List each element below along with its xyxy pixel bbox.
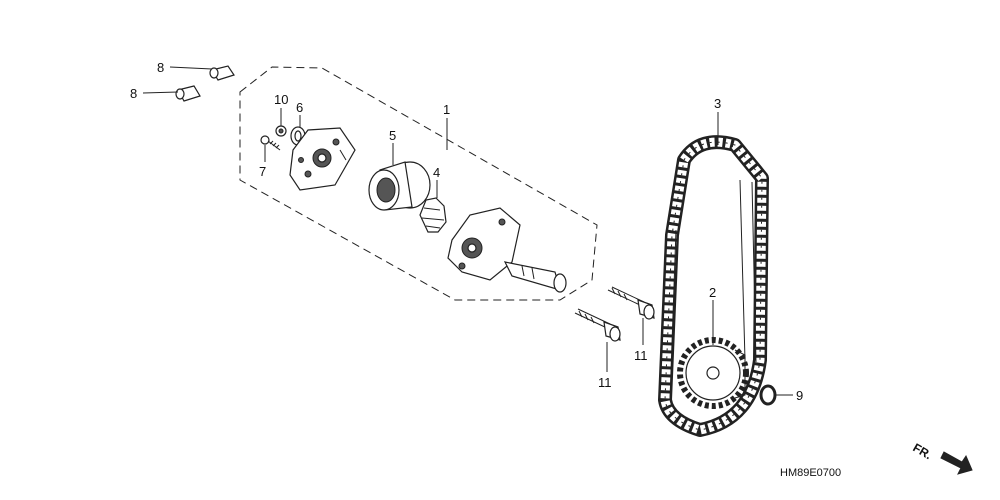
- inner-rotor-part-4: [419, 197, 447, 233]
- oil-pump-assembly-outline: [239, 66, 598, 301]
- front-label: FR.: [911, 440, 935, 462]
- front-direction-indicator: FR.: [911, 440, 973, 475]
- pump-body: [447, 207, 567, 293]
- callout-5: 5: [389, 128, 396, 143]
- callout-8-lower: 8: [130, 86, 137, 101]
- callout-11-upper: 11: [634, 348, 648, 363]
- callout-10: 10: [274, 92, 288, 107]
- diagram-code: HM89E0700: [780, 467, 841, 479]
- dowel-pin-lower: [175, 85, 201, 102]
- front-arrow-icon: [940, 451, 973, 475]
- drive-chain-part-3: [658, 135, 769, 437]
- callout-2: 2: [709, 285, 716, 300]
- dowel-pin-upper: [209, 65, 235, 81]
- pump-cover-plate: [289, 127, 356, 191]
- callout-8-upper: 8: [157, 60, 164, 75]
- callout-6: 6: [296, 100, 303, 115]
- pin-part-10: [275, 125, 287, 137]
- callout-11-lower: 11: [598, 375, 612, 390]
- leader-8b: [142, 91, 179, 94]
- sprocket-part-2: [677, 337, 749, 409]
- outer-rotor-part-5: [368, 161, 431, 211]
- callout-7: 7: [259, 164, 266, 179]
- circlip-part-9: [759, 384, 777, 406]
- callout-4: 4: [433, 165, 440, 180]
- bolt-part-11-upper: [607, 286, 655, 320]
- callout-3: 3: [714, 96, 721, 111]
- callout-9: 9: [796, 388, 803, 403]
- bolt-part-11-lower: [574, 308, 621, 342]
- screw-part-7: [260, 135, 281, 151]
- leader-8a: [169, 66, 213, 70]
- callout-1: 1: [443, 102, 450, 117]
